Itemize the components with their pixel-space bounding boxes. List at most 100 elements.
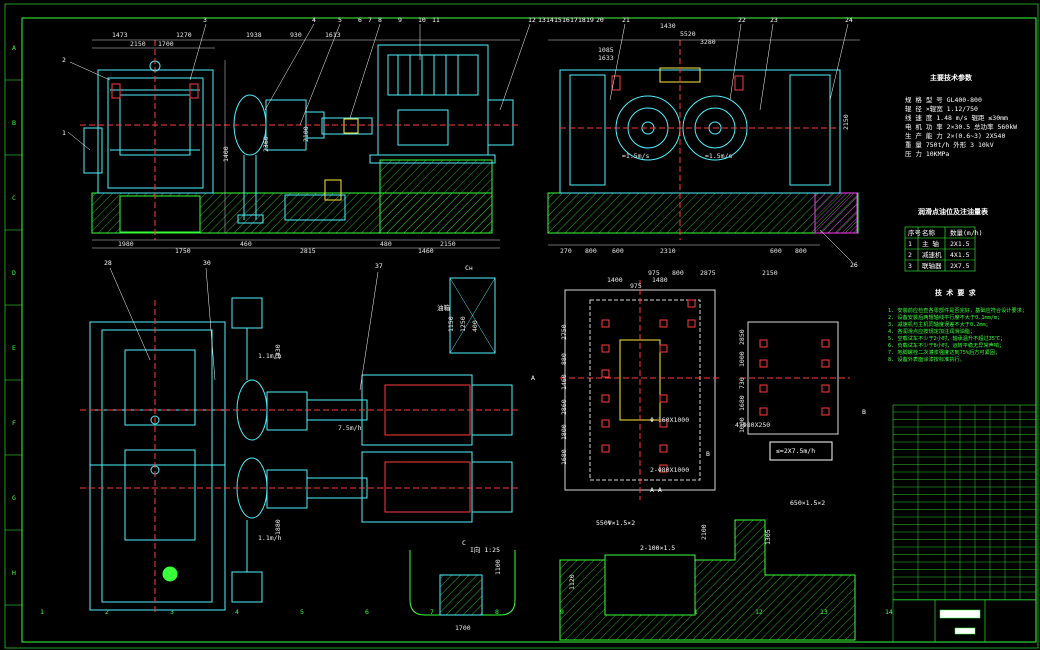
detail-dim: 1100 <box>494 559 502 575</box>
side-part-label: 24 <box>845 16 853 24</box>
frame-row-mark: D <box>12 269 16 277</box>
section-view <box>559 519 856 641</box>
plan-dim: 1880 <box>274 519 282 535</box>
tank-detail <box>449 277 496 354</box>
front-bottom-dim: 2815 <box>300 247 316 255</box>
front-part-label: 19 <box>586 16 594 24</box>
lube-cell: 1 <box>908 240 912 248</box>
front-part-label: 10 <box>418 16 426 24</box>
frame-col-number: 3 <box>170 608 174 616</box>
side-bottom-dim: 270 <box>560 247 572 255</box>
frame-col-number: 1 <box>40 608 44 616</box>
frame-col-number: 7 <box>430 608 434 616</box>
front-bottom-dim: 480 <box>380 240 392 248</box>
note-line: 4. 各润滑点应按规定加注润滑油脂； <box>888 327 975 335</box>
spec-row: 辊 径 ×辊宽 1.12/750 <box>905 104 978 113</box>
side-bottom-dim: 800 <box>585 247 597 255</box>
front-part-label: 20 <box>596 16 604 24</box>
fp-top-dim: 2875 <box>700 269 716 277</box>
front-part-label: 9 <box>398 16 402 24</box>
frame-row-mark: A <box>12 44 16 52</box>
fp-right-dim: 1000 <box>738 417 746 433</box>
side-bottom-dim: 600 <box>770 247 782 255</box>
front-top-dim: 1270 <box>176 31 192 39</box>
detail-dim: 1700 <box>455 624 471 632</box>
plan-part-label: 37 <box>375 262 383 270</box>
foundation-plan <box>560 280 850 500</box>
fp-left-dim: 1800 <box>560 424 568 440</box>
tank-side-label: 油箱 <box>437 303 451 312</box>
front-part-label: 12 <box>528 16 536 24</box>
fp-top-dim: 2150 <box>762 269 778 277</box>
frame-col-number: 14 <box>885 608 893 616</box>
section-title: A—A <box>650 486 662 494</box>
side-roll-speed: ≈1.5m/s <box>705 152 732 160</box>
side-part-label: 23 <box>770 16 778 24</box>
spec-row: 生 产 能 力 2×(0.6~3) 2X540 <box>905 131 1005 140</box>
front-part-label: 15 <box>554 16 562 24</box>
fp-top-dim: 1480 <box>652 276 668 284</box>
tank-dim: 1150 <box>447 316 455 332</box>
frame-row-mark: F <box>12 419 16 427</box>
fp-right-dim: 1680 <box>738 395 746 411</box>
section-label: 2-100×1.5 <box>640 544 675 552</box>
lube-cell: 2X1.5 <box>950 240 970 248</box>
plan-speed: 7.5m/h <box>338 424 362 432</box>
lube-header: 序号 <box>908 228 922 237</box>
front-top-dim: 1938 <box>246 31 262 39</box>
spec-row: 压 力 10KMPa <box>905 149 949 158</box>
front-bottom-dim: 1750 <box>175 247 191 255</box>
side-top-dim: 1430 <box>660 22 676 30</box>
plan-part-label: 28 <box>104 259 112 267</box>
note-line: 2. 设备安装后两辊轴线平行度不大于0.1mm/m； <box>888 313 1002 321</box>
fp-left-dim: 1680 <box>560 449 568 465</box>
frame-row-mark: E <box>12 344 16 352</box>
fp-right-dim: 1000 <box>738 351 746 367</box>
note-line: 5. 空载试车不少于2小时，轴承温升不超过35℃； <box>888 334 1005 342</box>
fp-label: 2-Φ80X1000 <box>650 466 689 474</box>
lube-header: 名称 <box>922 228 936 237</box>
fp-label: 4-Φ80X250 <box>735 421 770 429</box>
detail-scale: I向 1:25 <box>470 545 500 554</box>
front-part-label: 8 <box>378 16 382 24</box>
fp-left-dim: 2860 <box>560 399 568 415</box>
title-block <box>892 404 1037 643</box>
section-label: 650×1.5×2 <box>790 499 825 507</box>
side-part-label: 22 <box>738 16 746 24</box>
section-mark: A <box>531 374 535 382</box>
lube-header: 数量(m/h) <box>950 228 983 237</box>
front-sub-dim: 2150 <box>130 40 146 48</box>
side-bottom-dim: 2310 <box>660 247 676 255</box>
tank-dim: 1250 <box>459 316 467 332</box>
fp-top-dim: 975 <box>648 269 660 277</box>
side-top-dim: 3280 <box>700 38 716 46</box>
frame-col-number: 4 <box>235 608 239 616</box>
plan-speed: 1.1m/h <box>258 534 282 542</box>
front-part-label: 4 <box>312 16 316 24</box>
frame-col-number: 5 <box>300 608 304 616</box>
side-part-label: 26 <box>850 261 858 269</box>
tank-label: Cн <box>465 264 473 272</box>
front-top-dim: 1613 <box>325 31 341 39</box>
note-line: 6. 负载试车不少于8小时，运转平稳无异常声响； <box>888 341 1004 349</box>
front-bottom-dim: 460 <box>240 240 252 248</box>
front-part-label: 14 <box>546 16 554 24</box>
spec-row: 规 格 型 号 GL400-800 <box>905 95 982 104</box>
side-view <box>547 39 860 246</box>
fp-right-dim: 2850 <box>738 329 746 345</box>
side-top-dim: 5520 <box>680 30 696 38</box>
front-part-label: 1 <box>62 129 66 137</box>
side-bottom-dim: 800 <box>795 247 807 255</box>
note-line: 8. 设备外表面涂漆按标准执行。 <box>888 355 965 363</box>
front-bottom-dim: 2150 <box>440 240 456 248</box>
front-sub-dim: 1700 <box>158 40 174 48</box>
front-part-label: 6 <box>358 16 362 24</box>
lube-table-title: 润滑点油位及注油量表 <box>918 207 989 216</box>
lube-cell: 主 轴 <box>922 239 939 248</box>
fp-top-dim: 1400 <box>607 276 623 284</box>
lube-cell: 减速机 <box>922 250 942 259</box>
notes-title: 技 术 要 求 <box>935 288 977 297</box>
frame-col-number: 8 <box>495 608 499 616</box>
section-mark: B <box>862 408 866 416</box>
